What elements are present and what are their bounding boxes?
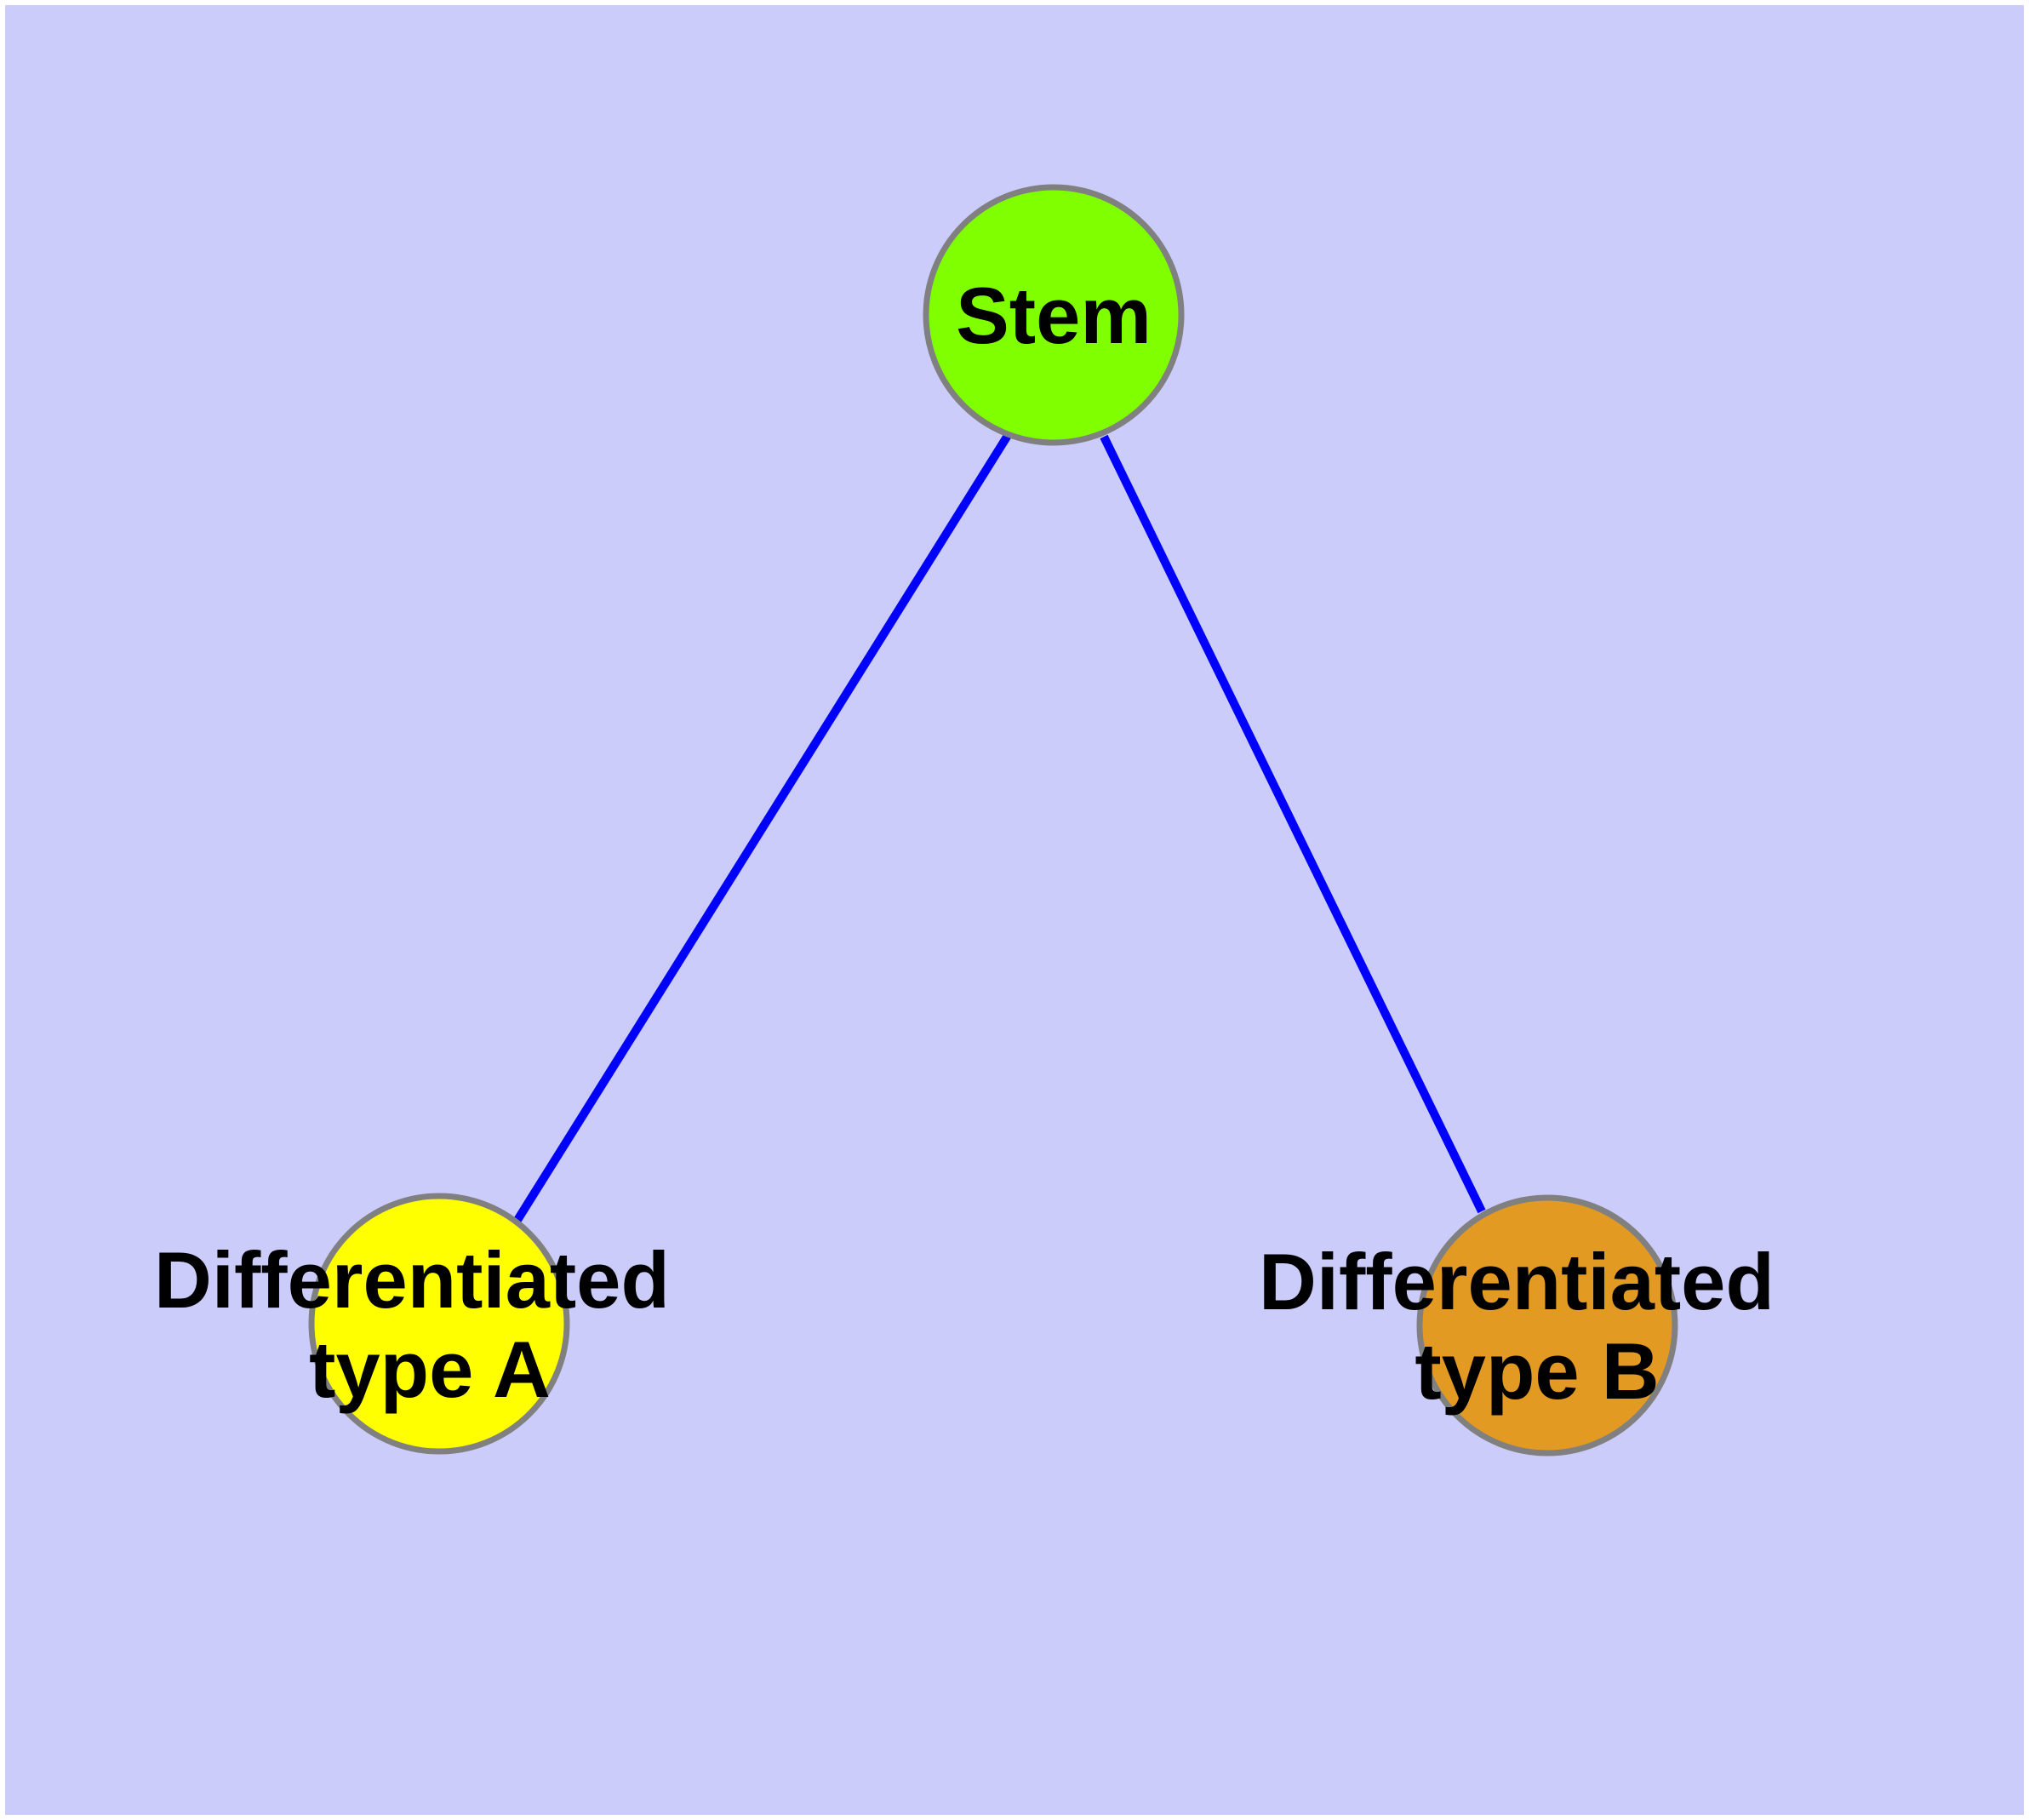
node-label-differentiated-type-a: Differentiated type A — [154, 1235, 692, 1414]
node-label-diff-a-line-1: Differentiated — [154, 1235, 670, 1325]
edge-layer — [511, 432, 1486, 1227]
node-differentiated-type-b[interactable] — [1416, 1194, 1678, 1457]
node-label-differentiated-type-b: Differentiated type B — [1259, 1237, 1797, 1416]
node-layer — [308, 184, 1678, 1457]
node-label-diff-a-line-2: type A — [309, 1325, 551, 1414]
edge-stem-to-diff-a[interactable] — [511, 432, 1013, 1227]
node-stem[interactable] — [923, 184, 1185, 446]
node-label-diff-b-line-2: type B — [1415, 1326, 1659, 1416]
node-label-stem-line-1: Stem — [956, 271, 1152, 360]
node-differentiated-type-a[interactable] — [308, 1193, 570, 1455]
node-label-stem: Stem — [956, 271, 1152, 360]
edge-stem-to-diff-b[interactable] — [1100, 434, 1486, 1214]
label-layer: Stem Differentiated type A Differentiate… — [154, 271, 1797, 1416]
node-label-diff-b-line-1: Differentiated — [1259, 1237, 1775, 1326]
